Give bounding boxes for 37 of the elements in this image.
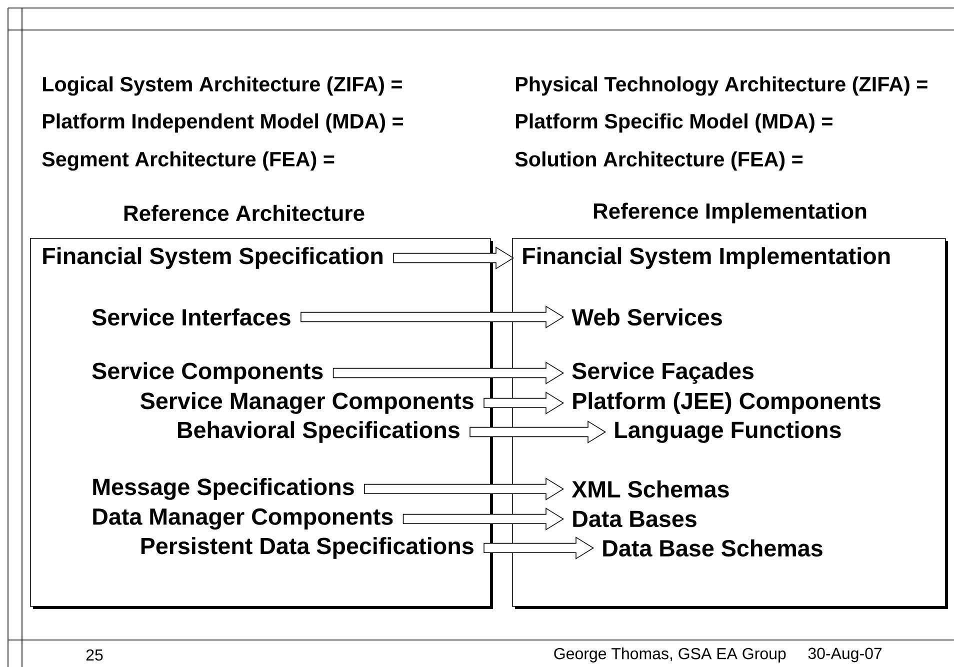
panel-heading: Reference Architecture — [124, 204, 364, 222]
item-label: Data Manager Components — [93, 508, 393, 530]
panel-box — [512, 238, 948, 609]
panel-heading: Reference Implementation — [594, 202, 866, 224]
item-label: Service Façades — [572, 362, 754, 384]
block-arrow — [393, 246, 514, 270]
item-label: Data Bases — [573, 510, 696, 528]
footer-text: 30-Aug-07 — [808, 648, 882, 662]
block-arrow — [484, 392, 564, 414]
item-label: Behavioral Specifications — [178, 421, 460, 443]
item-label: Service Manager Components — [140, 392, 474, 414]
block-arrow — [470, 420, 606, 444]
definition-text: Segment Architecture (FEA) = — [42, 151, 334, 171]
item-label: Platform (JEE) Components — [573, 392, 880, 414]
block-arrow — [484, 536, 594, 560]
definition-text: Physical Technology Architecture (ZIFA) = — [516, 76, 928, 96]
definition-text: Logical System Architecture (ZIFA) = — [43, 76, 402, 96]
block-arrow — [364, 478, 564, 500]
definition-text: Platform Specific Model (MDA) = — [516, 113, 832, 133]
block-arrow — [332, 362, 564, 384]
item-label: Financial System Specification — [43, 247, 382, 269]
item-label: Web Services — [572, 308, 722, 326]
block-arrow — [300, 306, 564, 328]
panel-box — [30, 238, 493, 609]
block-arrow — [402, 508, 564, 530]
item-label: Financial System Implementation — [523, 247, 890, 269]
item-label: XML Schemas — [572, 480, 729, 498]
item-label: Service Components — [92, 362, 323, 384]
item-label: Persistent Data Specifications — [141, 537, 474, 559]
item-label: Language Functions — [615, 421, 841, 443]
definition-text: Platform Independent Model (MDA) = — [43, 113, 403, 133]
item-label: Data Base Schemas — [603, 539, 822, 557]
footer-text: 25 — [86, 649, 103, 661]
footer-text: George Thomas, GSA EA Group — [554, 648, 786, 662]
item-label: Service Interfaces — [92, 308, 290, 326]
item-label: Message Specifications — [93, 478, 354, 500]
definition-text: Solution Architecture (FEA) = — [515, 151, 802, 171]
